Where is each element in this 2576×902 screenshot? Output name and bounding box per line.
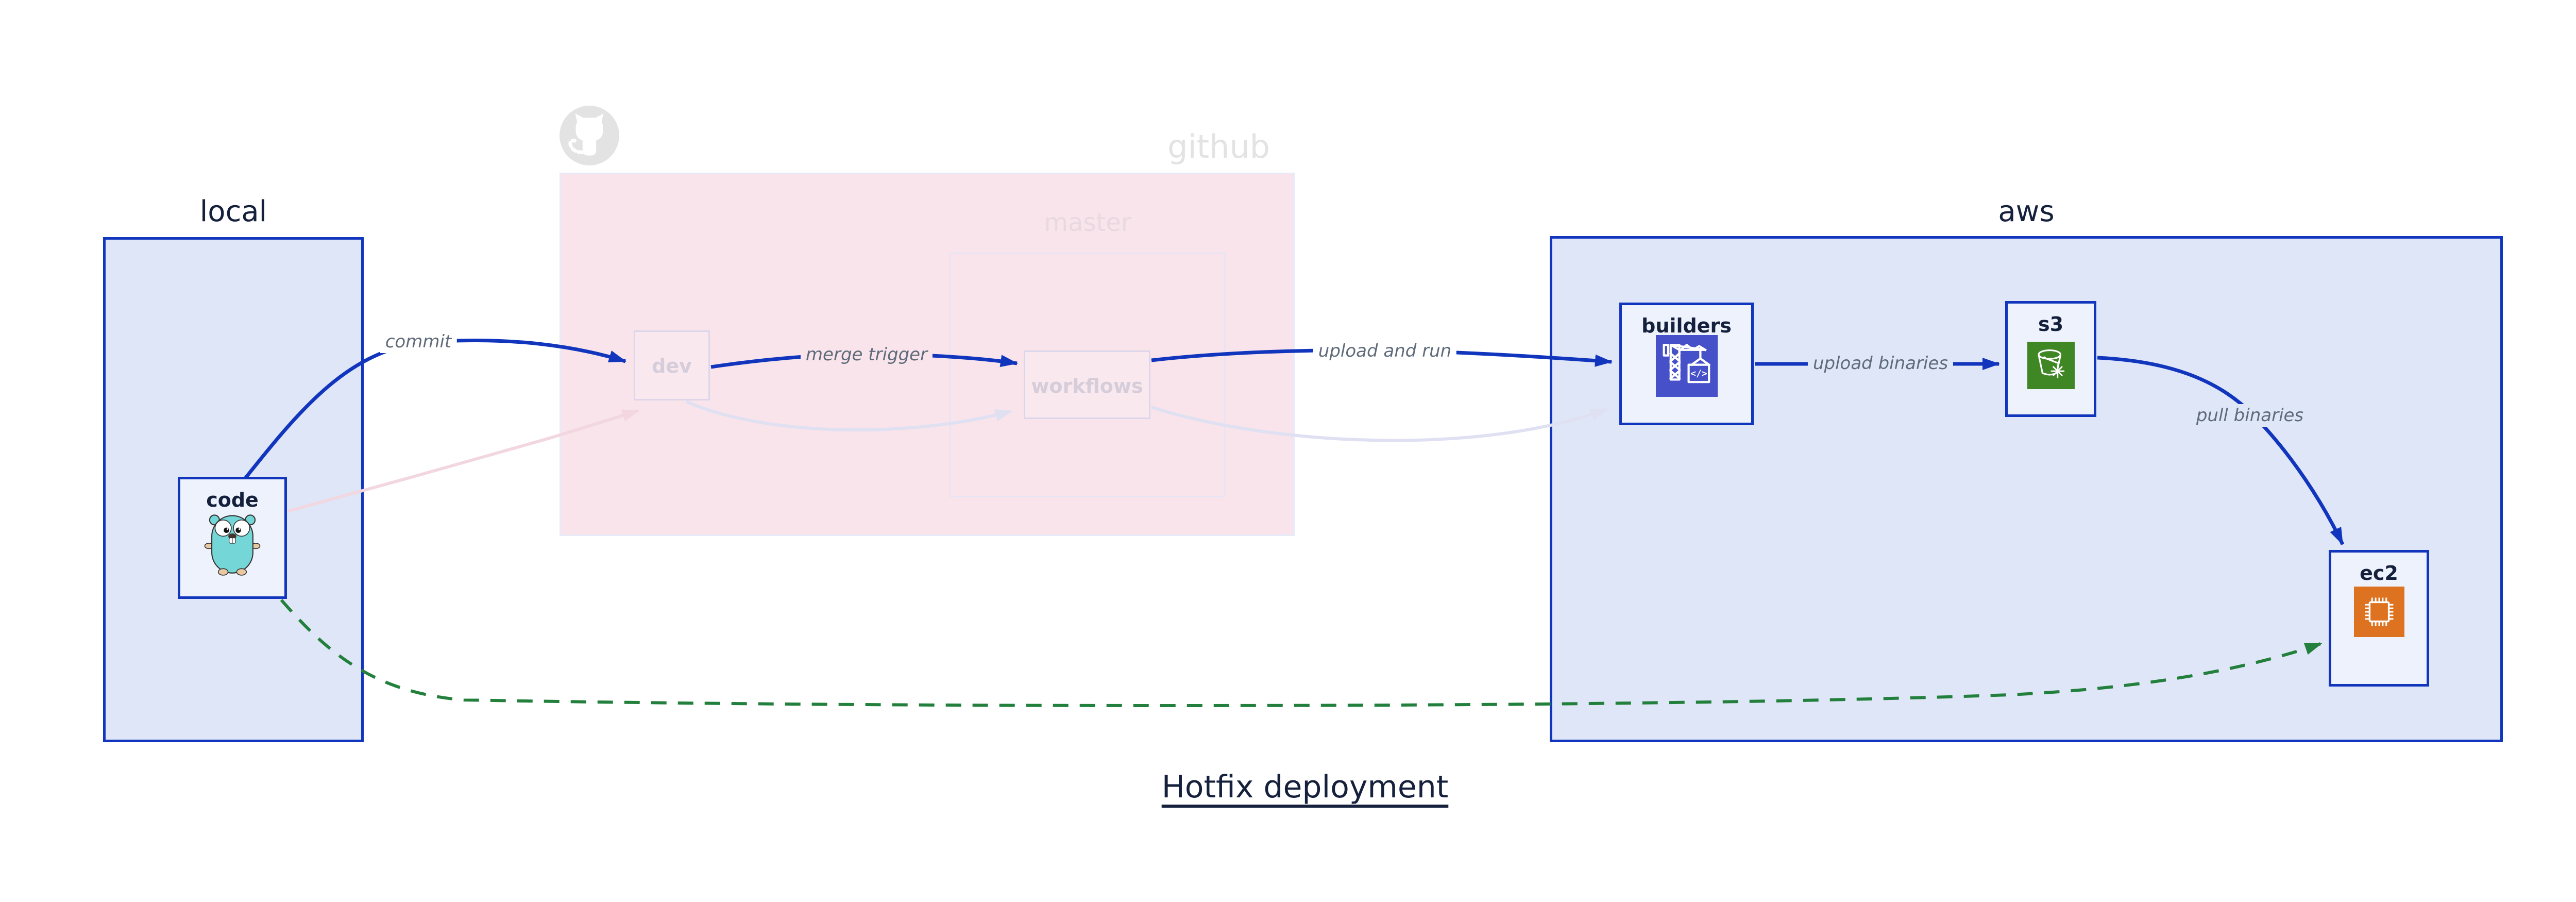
edge-label-pull-binaries: pull binaries bbox=[2191, 404, 2309, 427]
edge-label-upload-and-run: upload and run bbox=[1313, 340, 1457, 362]
node-ec2-label: ec2 bbox=[2360, 562, 2398, 584]
edge-label-commit: commit bbox=[380, 330, 457, 353]
edge-label-merge-trigger: merge trigger bbox=[800, 343, 933, 366]
go-gopher-icon bbox=[204, 514, 261, 576]
node-code: code bbox=[178, 477, 287, 599]
node-builders: builders </> bbox=[1619, 303, 1754, 425]
node-dev: dev bbox=[634, 330, 710, 400]
s3-bucket-icon bbox=[2027, 342, 2075, 389]
github-region-label: github bbox=[1167, 128, 1270, 165]
node-dev-label: dev bbox=[652, 355, 692, 377]
aws-region-label: aws bbox=[1998, 195, 2055, 228]
node-builders-label: builders bbox=[1641, 314, 1732, 337]
master-branch-label: master bbox=[1044, 208, 1131, 237]
ec2-chip-icon bbox=[2353, 587, 2404, 637]
builders-icon-glyph: </> bbox=[1690, 368, 1707, 379]
codebuild-crane-icon: </> bbox=[1655, 335, 1718, 397]
node-s3-label: s3 bbox=[2038, 313, 2064, 336]
node-workflows-label: workflows bbox=[1031, 375, 1143, 397]
edge-label-upload-binaries: upload binaries bbox=[1807, 352, 1954, 375]
node-ec2: ec2 bbox=[2329, 550, 2429, 687]
master-branch-group bbox=[950, 253, 1226, 497]
local-region-label: local bbox=[199, 195, 267, 228]
github-octocat-icon bbox=[560, 106, 619, 165]
node-s3: s3 bbox=[2005, 301, 2096, 417]
node-code-label: code bbox=[206, 489, 259, 511]
diagram-title: Hotfix deployment bbox=[1161, 769, 1449, 805]
node-workflows: workflows bbox=[1024, 350, 1150, 419]
